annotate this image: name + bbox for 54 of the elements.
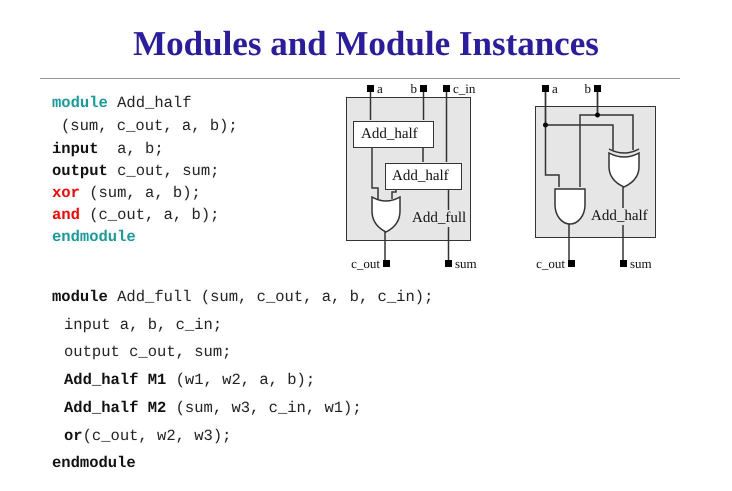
wire [384, 232, 386, 260]
pin-label: sum [630, 257, 652, 270]
pin-terminal [445, 260, 452, 267]
code-line: endmodule [52, 228, 136, 246]
wire [544, 92, 614, 150]
module-name: Add_full [411, 210, 468, 227]
module-name: Add_half [590, 208, 649, 225]
wire [391, 189, 397, 199]
code-line: module Add_full (sum, c_out, a, b, c_in); [52, 288, 434, 306]
code-line: Add_half M2 (sum, w3, c_in, w1); [64, 399, 362, 417]
pin-label: c_out [351, 257, 380, 270]
code-line: module Add_half [52, 94, 192, 112]
pin-terminal [367, 85, 374, 92]
code-line: and (c_out, a, b); [52, 206, 220, 224]
xor-gate-symbol [608, 148, 640, 188]
code-line: input a, b; [52, 140, 164, 158]
slide-title: Modules and Module Instances [132, 24, 600, 64]
pin-terminal [383, 260, 390, 267]
wire [370, 92, 372, 120]
pin-terminal [620, 260, 627, 267]
module-name: Add_half [392, 168, 449, 185]
wire [422, 92, 424, 120]
pin-terminal [443, 85, 450, 92]
code-line: xor (sum, a, b); [52, 184, 201, 202]
submodule-box [353, 121, 434, 148]
or-gate-symbol [371, 196, 401, 233]
pin-terminal [420, 85, 427, 92]
wire [446, 92, 448, 162]
module-box [346, 97, 471, 241]
wire [422, 147, 424, 162]
code-line: output c_out, sum; [64, 343, 232, 361]
code-line: or(c_out, w2, w3); [64, 427, 232, 445]
submodule-box [385, 163, 462, 190]
pin-label: a [552, 82, 558, 95]
module-box [535, 106, 656, 238]
pin-label: sum [455, 257, 477, 270]
pin-terminal [594, 85, 601, 92]
pin-label: b [410, 82, 417, 95]
pin-terminal [542, 85, 549, 92]
module-name: Add_half [361, 126, 418, 143]
wire [568, 224, 570, 260]
code-line: input a, b, c_in; [64, 316, 222, 334]
code-line: endmodule [52, 454, 136, 472]
wire [371, 147, 379, 199]
wire [596, 92, 634, 150]
pin-label: c_out [536, 257, 565, 270]
code-line: Add_half M1 (w1, w2, a, b); [64, 371, 316, 389]
code-line: output c_out, sum; [52, 162, 220, 180]
pin-label: b [584, 82, 591, 95]
code-line: (sum, c_out, a, b); [61, 117, 238, 135]
pin-terminal [568, 260, 575, 267]
pin-label: c_in [453, 82, 476, 95]
pin-label: a [377, 82, 383, 95]
and-gate-symbol [554, 188, 586, 225]
